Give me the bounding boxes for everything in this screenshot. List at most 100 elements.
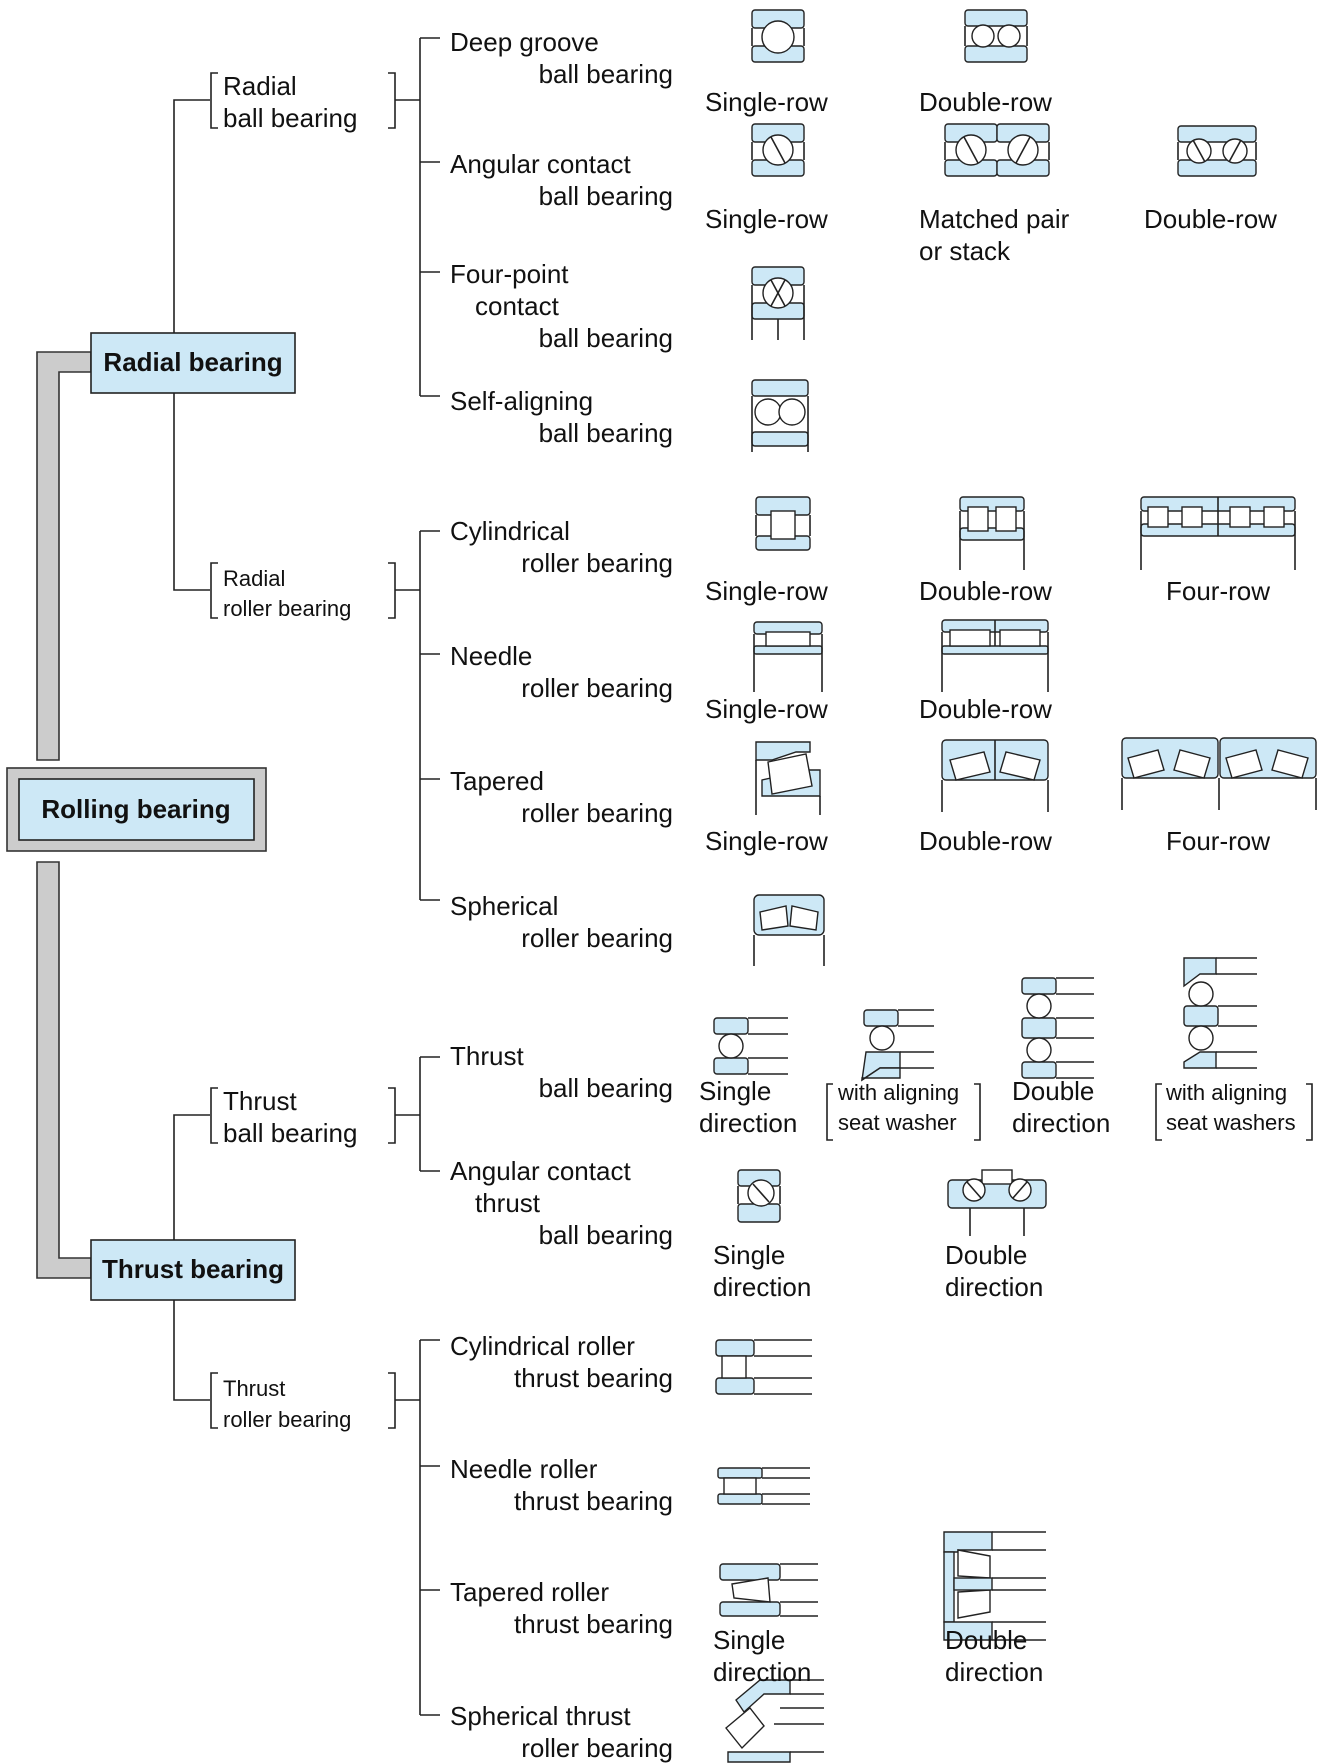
tapered-double-row-icon xyxy=(941,739,1049,812)
thrust-bearing-node[interactable]: Thrust bearing xyxy=(90,1239,296,1301)
type-line: Needle xyxy=(450,641,532,671)
four-point-contact-icon xyxy=(751,266,805,340)
caption-ang-matched-1: Matched pair xyxy=(919,204,1070,234)
caption-tball-aligning-2: seat washer xyxy=(838,1110,957,1135)
cylindrical-roller-thrust-icon xyxy=(715,1339,812,1395)
subgroup-thrust-roller[interactable]: Thrust roller bearing xyxy=(223,1376,351,1432)
angular-thrust-double-direction-icon xyxy=(947,1169,1047,1236)
type-line: thrust bearing xyxy=(514,1486,673,1516)
subgroup-line: roller bearing xyxy=(223,1407,351,1432)
deep-groove-double-row-icon xyxy=(964,9,1028,63)
type-line: roller bearing xyxy=(521,1733,673,1763)
angular-contact-double-row-icon xyxy=(1177,125,1257,177)
cylindrical-four-row-icon xyxy=(1140,496,1296,570)
caption-angt-double-2: direction xyxy=(945,1272,1043,1302)
subgroup-thrust-ball[interactable]: Thrust ball bearing xyxy=(223,1086,357,1148)
type-self-aligning[interactable]: Self-aligning ball bearing xyxy=(450,386,673,448)
type-line: Needle roller xyxy=(450,1454,598,1484)
thrust-bearing-label: Thrust bearing xyxy=(102,1254,284,1284)
caption-tball-double-1: Double xyxy=(1012,1076,1094,1106)
caption-ang-matched-2: or stack xyxy=(919,236,1011,266)
subgroup-line: Thrust xyxy=(223,1086,297,1116)
deep-groove-single-row-icon xyxy=(751,9,805,63)
type-needle[interactable]: Needle roller bearing xyxy=(450,641,673,703)
caption-deep-double: Double-row xyxy=(919,87,1052,117)
tapered-roller-thrust-double-direction-icon xyxy=(943,1531,1046,1641)
type-cyl-thrust[interactable]: Cylindrical roller thrust bearing xyxy=(450,1331,673,1393)
type-line: Self-aligning xyxy=(450,386,593,416)
caption-tball-single-2: direction xyxy=(699,1108,797,1138)
caption-taperedt-double-1: Double xyxy=(945,1625,1027,1655)
caption-ang-double: Double-row xyxy=(1144,204,1277,234)
type-line: Angular contact xyxy=(450,149,631,179)
type-line: contact xyxy=(475,291,560,321)
caption-angt-single-1: Single xyxy=(713,1240,785,1270)
subgroup-line: roller bearing xyxy=(223,596,351,621)
caption-tap-single: Single-row xyxy=(705,826,828,856)
angular-contact-matched-pair-icon xyxy=(944,123,1050,177)
caption-cyl-four: Four-row xyxy=(1166,576,1270,606)
caption-tball-aligning-1: with aligning xyxy=(837,1080,959,1105)
subgroup-line: Radial xyxy=(223,566,285,591)
type-line: ball bearing xyxy=(539,323,673,353)
thrust-ball-aligning-washer-icon xyxy=(861,1009,934,1082)
caption-deep-single: Single-row xyxy=(705,87,828,117)
type-line: thrust bearing xyxy=(514,1609,673,1639)
type-line: Four-point xyxy=(450,259,569,289)
caption-tball-aligning-double-1: with aligning xyxy=(1165,1080,1287,1105)
radial-bearing-label: Radial bearing xyxy=(103,347,282,377)
root-label: Rolling bearing xyxy=(41,794,230,824)
type-line: Cylindrical roller xyxy=(450,1331,635,1361)
caption-taperedt-double-2: direction xyxy=(945,1657,1043,1687)
type-line: Angular contact xyxy=(450,1156,631,1186)
type-needle-thrust[interactable]: Needle roller thrust bearing xyxy=(450,1454,673,1516)
type-spherical-thrust[interactable]: Spherical thrust roller bearing xyxy=(450,1701,673,1763)
type-thrust-ball[interactable]: Thrust ball bearing xyxy=(450,1041,673,1103)
needle-single-row-icon xyxy=(753,621,823,692)
spherical-thrust-roller-icon xyxy=(725,1679,824,1763)
type-line: thrust xyxy=(475,1188,541,1218)
caption-tball-single-1: Single xyxy=(699,1076,771,1106)
needle-roller-thrust-icon xyxy=(717,1467,810,1505)
subgroup-line: Thrust xyxy=(223,1376,285,1401)
type-line: thrust bearing xyxy=(514,1363,673,1393)
subgroup-radial-ball[interactable]: Radial ball bearing xyxy=(223,71,357,133)
type-angular-contact[interactable]: Angular contact ball bearing xyxy=(450,149,673,211)
type-line: Cylindrical xyxy=(450,516,570,546)
caption-ang-single: Single-row xyxy=(705,204,828,234)
subgroup-line: ball bearing xyxy=(223,103,357,133)
caption-needle-single: Single-row xyxy=(705,694,828,724)
type-tapered-thrust[interactable]: Tapered roller thrust bearing xyxy=(450,1577,673,1639)
type-deep-groove[interactable]: Deep groove ball bearing xyxy=(450,27,673,89)
type-four-point[interactable]: Four-point contact ball bearing xyxy=(450,259,673,353)
caption-taperedt-single-1: Single xyxy=(713,1625,785,1655)
tapered-four-row-icon xyxy=(1121,737,1317,810)
type-angular-thrust[interactable]: Angular contact thrust ball bearing xyxy=(450,1156,673,1250)
group-connectors xyxy=(173,99,210,1401)
thrust-ball-double-direction-icon xyxy=(1021,977,1094,1079)
subgroup-line: Radial xyxy=(223,71,297,101)
type-line: ball bearing xyxy=(539,1220,673,1250)
type-cylindrical[interactable]: Cylindrical roller bearing xyxy=(450,516,673,578)
radial-bearing-node[interactable]: Radial bearing xyxy=(90,332,296,394)
self-aligning-icon xyxy=(751,379,809,452)
caption-taperedt-single-2: direction xyxy=(713,1657,811,1687)
type-spherical[interactable]: Spherical roller bearing xyxy=(450,891,673,953)
caption-tap-double: Double-row xyxy=(919,826,1052,856)
type-line: roller bearing xyxy=(521,548,673,578)
type-line: Tapered roller xyxy=(450,1577,609,1607)
root-node[interactable]: Rolling bearing xyxy=(6,767,267,852)
subgroup-line: ball bearing xyxy=(223,1118,357,1148)
cylindrical-double-row-icon xyxy=(959,496,1025,570)
caption-needle-double: Double-row xyxy=(919,694,1052,724)
angular-contact-single-row-icon xyxy=(751,123,805,177)
type-line: ball bearing xyxy=(539,1073,673,1103)
type-line: Deep groove xyxy=(450,27,599,57)
type-line: Tapered xyxy=(450,766,544,796)
type-line: roller bearing xyxy=(521,923,673,953)
type-line: ball bearing xyxy=(539,418,673,448)
type-tapered[interactable]: Tapered roller bearing xyxy=(450,766,673,828)
subgroup-brackets xyxy=(210,72,396,1429)
type-line: ball bearing xyxy=(539,59,673,89)
subgroup-radial-roller[interactable]: Radial roller bearing xyxy=(223,566,351,621)
